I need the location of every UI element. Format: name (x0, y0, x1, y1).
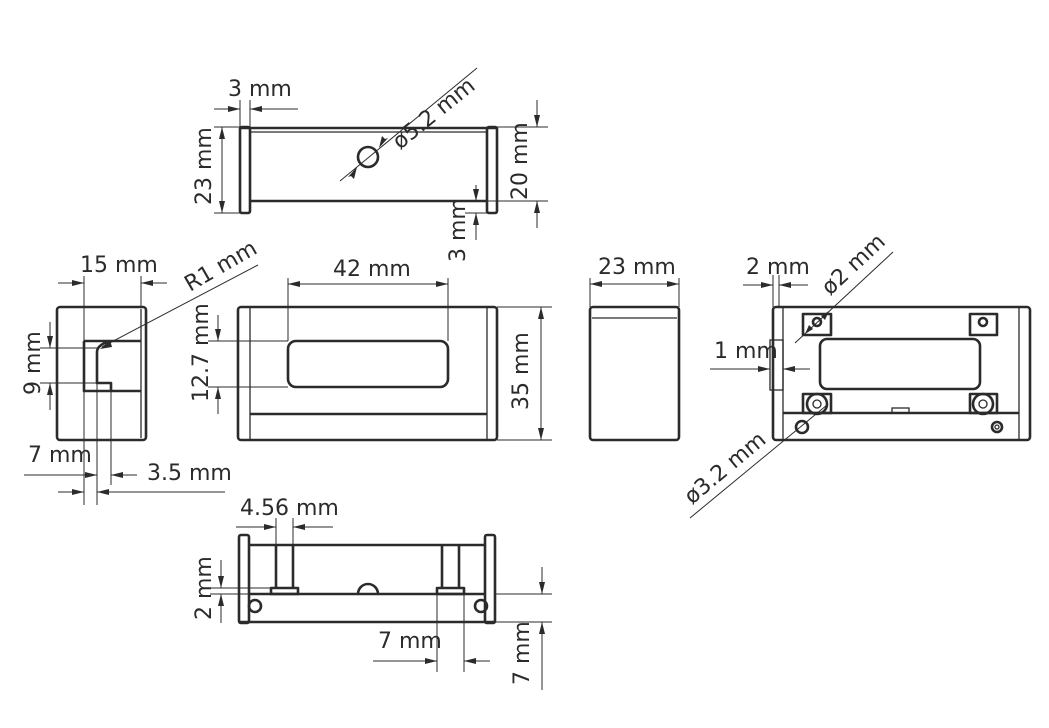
height-label: 35 mm (509, 332, 534, 410)
inner-height-label: 20 mm (508, 122, 533, 200)
window-width-label: 42 mm (333, 257, 411, 282)
radius-label: R1 mm (181, 236, 262, 297)
top-wall-label: 3 mm (228, 77, 292, 102)
side-width-label: 23 mm (598, 255, 676, 280)
lip-label: 2 mm (192, 556, 217, 620)
hole-icon (356, 145, 380, 169)
offset-label: 7 mm (28, 443, 92, 468)
mount-hole-label: ø3.2 mm (680, 427, 771, 509)
bottom-wall-label: 3 mm (446, 198, 471, 262)
base-height-label: 7 mm (510, 621, 535, 685)
slot-height-label: 9 mm (21, 331, 46, 395)
hole-diameter-label: ø5.2 mm (388, 73, 480, 154)
block-width-label: 7 mm (378, 629, 442, 654)
left-width-label: 15 mm (80, 253, 158, 278)
left-view: 15 mm R1 mm 9 mm 7 mm 3.5 mm (21, 236, 262, 505)
top-view: 3 mm ø5.2 mm 23 mm 20 mm 3 mm (192, 67, 548, 262)
top-height-label: 23 mm (192, 127, 217, 205)
bottom-view: 4.56 mm 2 mm 7 mm 7 mm (192, 496, 552, 690)
back-wall-label: 2 mm (746, 255, 810, 280)
post-width-label: 4.56 mm (240, 496, 339, 521)
back-view: 2 mm ø2 mm 1 mm ø3.2 mm (680, 229, 1032, 519)
front-view: 42 mm 12.7 mm 35 mm (189, 257, 552, 442)
step-label: 3.5 mm (147, 461, 232, 486)
window-height-label: 12.7 mm (189, 303, 214, 402)
gap-label: 1 mm (714, 339, 778, 364)
side-view: 23 mm (588, 255, 681, 442)
